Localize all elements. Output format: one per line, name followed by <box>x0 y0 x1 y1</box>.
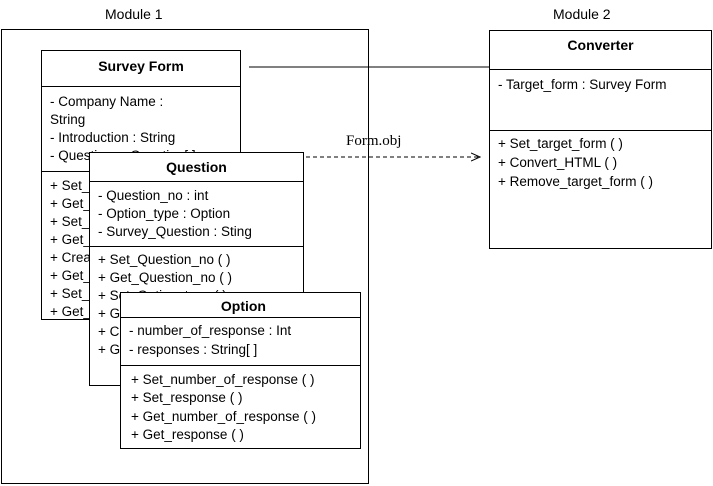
question-divider-1 <box>90 181 303 182</box>
converter-title: Converter <box>567 37 634 53</box>
survey-form-attribute: String <box>50 112 86 127</box>
converter-method: + Convert_HTML ( ) <box>498 155 618 170</box>
question-attribute: - Option_type : Option <box>98 206 231 221</box>
module-1-frame <box>1 29 369 484</box>
converter-method: + Set_target_form ( ) <box>498 136 623 151</box>
option-method: + Get_number_of_response ( ) <box>131 409 316 424</box>
question-method: + Set_Question_no ( ) <box>98 252 231 267</box>
converter-attribute: - Target_form : Survey Form <box>498 77 667 92</box>
module-2-label: Module 2 <box>553 6 611 22</box>
converter-divider-1 <box>490 69 711 70</box>
option-method: + Get_response ( ) <box>131 427 244 442</box>
survey-form-divider-1 <box>42 86 240 87</box>
question-title: Question <box>166 159 227 175</box>
converter-divider-2 <box>490 130 711 131</box>
converter-class: Converter - Target_form : Survey Form + … <box>489 30 712 249</box>
form-obj-label: Form.obj <box>346 133 402 149</box>
question-divider-2 <box>90 246 303 247</box>
option-method: + Set_number_of_response ( ) <box>131 372 315 387</box>
survey-form-attribute: - Company Name : <box>50 94 164 109</box>
survey-form-attribute: - Introduction : String <box>50 130 176 145</box>
converter-method: + Remove_target_form ( ) <box>498 174 653 189</box>
option-attribute: - responses : String[ ] <box>129 342 258 357</box>
option-class: Option - number_of_response : Int - resp… <box>120 292 361 449</box>
option-divider-1 <box>121 317 360 318</box>
option-title: Option <box>220 298 266 314</box>
module-1-label: Module 1 <box>105 6 163 22</box>
question-attribute: - Question_no : int <box>98 188 209 203</box>
survey-form-title: Survey Form <box>98 58 184 74</box>
option-attribute: - number_of_response : Int <box>129 323 292 338</box>
question-attribute: - Survey_Question : Sting <box>98 224 252 239</box>
question-method: + Get_Question_no ( ) <box>98 270 232 285</box>
option-method: + Set_response ( ) <box>131 390 243 405</box>
option-divider-2 <box>121 365 360 366</box>
